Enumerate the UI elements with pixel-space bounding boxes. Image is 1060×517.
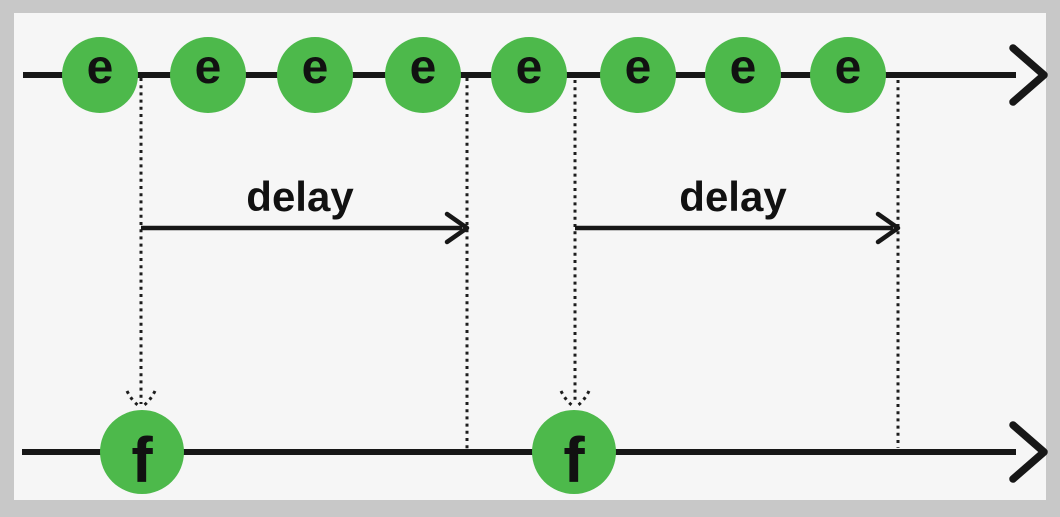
event-marble	[532, 410, 616, 494]
delay-label: delay	[679, 173, 787, 220]
event-marble	[810, 37, 886, 113]
arrow-down-icon	[559, 390, 576, 409]
event-label: e	[835, 41, 862, 94]
event-marble	[491, 37, 567, 113]
arrow-right-icon	[444, 211, 470, 245]
delay-label: delay	[246, 173, 354, 220]
arrow-right-icon	[875, 211, 901, 245]
arrow-down-icon	[125, 390, 142, 409]
event-marble	[100, 410, 184, 494]
event-label: e	[410, 41, 437, 94]
event-marble	[170, 37, 246, 113]
arrow-down-icon	[140, 390, 157, 409]
event-label: e	[730, 41, 757, 94]
event-marble	[277, 37, 353, 113]
arrow-right-icon	[1009, 44, 1048, 106]
event-label: e	[516, 41, 543, 94]
event-marble	[385, 37, 461, 113]
arrow-right-icon	[1009, 421, 1048, 483]
event-label: f	[131, 424, 153, 496]
event-marble	[62, 37, 138, 113]
event-label: e	[302, 41, 329, 94]
event-marble	[705, 37, 781, 113]
event-marble	[600, 37, 676, 113]
event-label: e	[195, 41, 222, 94]
event-label: e	[87, 41, 114, 94]
event-label: f	[563, 424, 585, 496]
arrow-down-icon	[574, 390, 591, 409]
event-label: e	[625, 41, 652, 94]
